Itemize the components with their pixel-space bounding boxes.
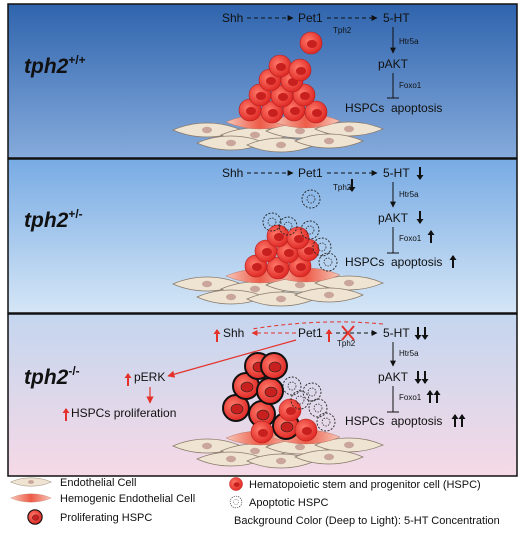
genotype-label: tph2+/- (24, 207, 83, 232)
pet1-to-perk-arrow (167, 339, 297, 378)
legend-endothelial-label: Endothelial Cell (60, 477, 136, 489)
shh-label: Shh (222, 166, 243, 180)
legend-hemogenic-label: Hemogenic Endothelial Cell (60, 493, 195, 505)
legend-apoptotic-label: Apoptotic HSPC (249, 497, 329, 509)
genotype-label: tph2+/+ (24, 53, 86, 78)
pakt-label: pAKT (378, 211, 409, 225)
5ht-feedback-arrow (251, 321, 384, 330)
legend-hspc-label: Hematopoietic stem and progenitor cell (… (249, 479, 481, 491)
legend-background-label: Background Color (Deep to Light): 5-HT C… (234, 515, 500, 527)
genotype-label: tph2-/- (24, 364, 80, 389)
perk-label: pERK (134, 370, 165, 384)
shh-label: Shh (223, 326, 244, 340)
legend: Endothelial Cell Hemogenic Endothelial C… (10, 477, 500, 527)
pet1-label: Pet1 (298, 326, 323, 340)
legend-hspc-swatch (229, 477, 243, 491)
foxo1-label: Foxo1 (399, 234, 422, 243)
apoptosis-label: apoptosis (391, 414, 442, 428)
panel-wildtype: tph2+/+ Shh Pet1 Tph2 5-HT Htr5a pAKT Fo… (7, 3, 518, 159)
foxo1-label: Foxo1 (399, 81, 422, 90)
legend-endothelial-swatch (10, 477, 52, 487)
htr5a-label: Htr5a (399, 349, 419, 358)
tph2-label: Tph2 (333, 26, 352, 35)
pakt-label: pAKT (378, 370, 409, 384)
5ht-label: 5-HT (383, 11, 410, 25)
5ht-label: 5-HT (383, 166, 410, 180)
panel-knockout: tph2-/- Shh Pet1 Tph2 5-HT Htr5a pAKT Fo… (7, 313, 518, 477)
tph2-label: Tph2 (337, 339, 356, 348)
legend-hemogenic-swatch (10, 493, 52, 503)
legend-proliferating-label: Proliferating HSPC (60, 512, 152, 524)
pakt-label: pAKT (378, 57, 409, 71)
hspcs-label: HSPCs (345, 255, 384, 269)
5ht-label: 5-HT (383, 326, 410, 340)
hspc-cell (299, 31, 323, 55)
legend-proliferating-swatch (27, 509, 43, 525)
legend-apoptotic-swatch (229, 495, 243, 509)
pet1-label: Pet1 (298, 166, 323, 180)
apoptosis-label: apoptosis (391, 101, 442, 115)
hspcs-label: HSPCs (345, 101, 384, 115)
foxo1-label: Foxo1 (399, 393, 422, 402)
apoptosis-label: apoptosis (391, 255, 442, 269)
shh-label: Shh (222, 11, 243, 25)
tph2-blocked-icon (341, 325, 355, 341)
htr5a-label: Htr5a (399, 37, 419, 46)
htr5a-label: Htr5a (399, 190, 419, 199)
panel-heterozygous: tph2+/- Shh Pet1 Tph2 5-HT Htr5a pAKT Fo… (7, 158, 518, 314)
hspcs-proliferation-label: HSPCs proliferation (71, 406, 176, 420)
tph2-label: Tph2 (333, 183, 352, 192)
pet1-label: Pet1 (298, 11, 323, 25)
hspcs-label: HSPCs (345, 414, 384, 428)
